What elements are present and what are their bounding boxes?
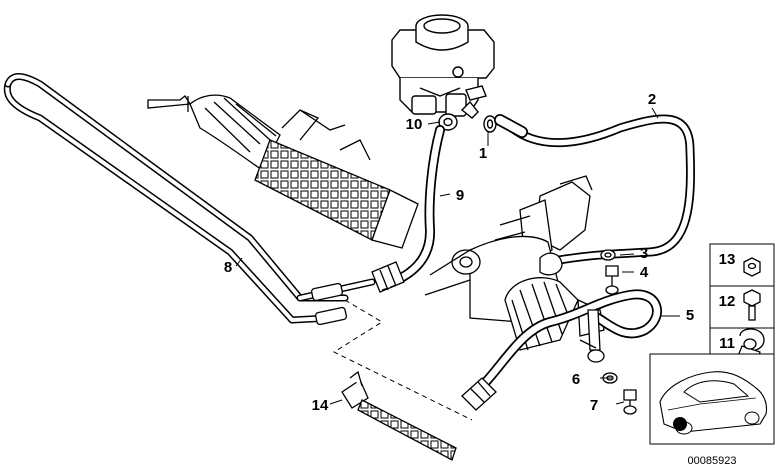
hose-nut-part-10 — [438, 113, 458, 131]
callout-label: 1 — [479, 145, 487, 162]
cooling-coil-part-8 — [3, 73, 376, 324]
legend-label: 12 — [719, 293, 736, 310]
return-hose-part-5 — [473, 289, 662, 395]
callout-label: 8 — [224, 259, 232, 276]
pressure-hose-part-2 — [494, 114, 696, 267]
callout-label: 4 — [640, 264, 649, 281]
steering-rack-housing — [254, 109, 419, 249]
fluid-reservoir — [391, 14, 495, 119]
routing-dashed-lines — [332, 281, 473, 421]
hose-end-fitting-lower — [461, 377, 497, 411]
callout-label: 2 — [648, 91, 656, 108]
coil-end-fittings — [310, 282, 348, 326]
bracket-assembly — [579, 309, 605, 363]
hex-nut-part-13 — [743, 257, 761, 277]
callout-label: 6 — [572, 371, 580, 388]
steering-rack-boot-left — [147, 94, 281, 171]
bolt-part-7 — [623, 389, 637, 415]
callout-leader-lines — [235, 107, 680, 405]
callout-label: 9 — [456, 187, 464, 204]
callout-label: 14 — [312, 397, 329, 414]
hose-clamp-part-9 — [371, 261, 405, 293]
seal-ring-part-1 — [483, 115, 497, 133]
cable-tie-part-14 — [341, 370, 457, 461]
return-hose-part-9 — [387, 125, 445, 287]
diagram-reference-number: 00085923 — [688, 455, 737, 467]
bolt-part-12 — [743, 289, 761, 321]
callout-label: 10 — [406, 116, 423, 133]
callout-label: 7 — [590, 397, 598, 414]
washer-part-3 — [600, 249, 616, 261]
callout-label: 5 — [686, 307, 694, 324]
callout-label: 3 — [640, 245, 648, 262]
bolt-part-4 — [605, 265, 619, 295]
vehicle-locator-inset — [649, 353, 775, 445]
legend-label: 13 — [719, 251, 736, 268]
legend-label: 11 — [719, 335, 735, 352]
